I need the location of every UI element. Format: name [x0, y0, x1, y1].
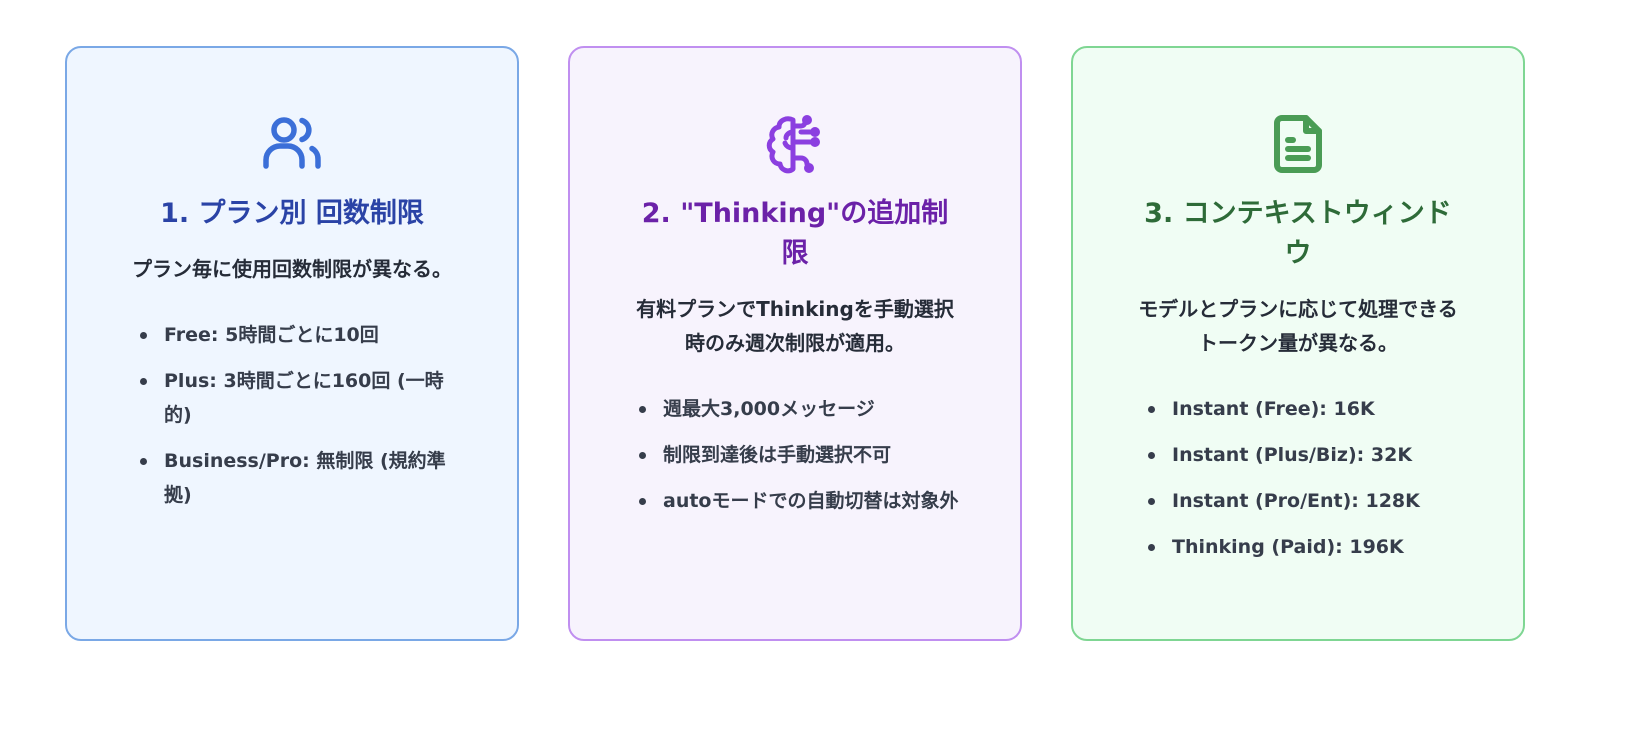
- limits-cards: 1. プラン別 回数制限 プラン毎に使用回数制限が異なる。 Free: 5時間ご…: [65, 46, 1525, 641]
- card-list: Free: 5時間ごとに10回 Plus: 3時間ごとに160回 (一時的) B…: [140, 318, 460, 524]
- card-context-window: 3. コンテキストウィンドウ モデルとプランに応じて処理できるトークン量が異なる…: [1071, 46, 1525, 641]
- list-item: Business/Pro: 無制限 (規約準拠): [140, 444, 460, 512]
- list-item: autoモードでの自動切替は対象外: [639, 484, 959, 518]
- list-item: Instant (Plus/Biz): 32K: [1148, 438, 1448, 472]
- users-icon: [263, 117, 321, 169]
- list-item: Thinking (Paid): 196K: [1148, 530, 1448, 564]
- card-title: 2. "Thinking"の追加制限: [641, 198, 949, 269]
- list-item: Instant (Pro/Ent): 128K: [1148, 484, 1448, 518]
- card-list: 週最大3,000メッセージ 制限到達後は手動選択不可 autoモードでの自動切替…: [639, 392, 959, 530]
- document-icon: [1274, 115, 1322, 173]
- card-title: 1. プラン別 回数制限: [160, 198, 424, 229]
- card-list: Instant (Free): 16K Instant (Plus/Biz): …: [1148, 392, 1448, 576]
- card-thinking-limits: 2. "Thinking"の追加制限 有料プランでThinkingを手動選択時の…: [568, 46, 1022, 641]
- card-description: モデルとプランに応じて処理できるトークン量が異なる。: [1138, 297, 1458, 355]
- brain-circuit-icon: [766, 115, 820, 174]
- card-description: プラン毎に使用回数制限が異なる。: [132, 257, 452, 281]
- list-item: Instant (Free): 16K: [1148, 392, 1448, 426]
- card-plan-limits: 1. プラン別 回数制限 プラン毎に使用回数制限が異なる。 Free: 5時間ご…: [65, 46, 519, 641]
- list-item: Free: 5時間ごとに10回: [140, 318, 460, 352]
- list-item: 週最大3,000メッセージ: [639, 392, 959, 426]
- card-title: 3. コンテキストウィンドウ: [1144, 198, 1452, 269]
- card-description: 有料プランでThinkingを手動選択時のみ週次制限が適用。: [636, 297, 954, 355]
- list-item: 制限到達後は手動選択不可: [639, 438, 959, 472]
- list-item: Plus: 3時間ごとに160回 (一時的): [140, 364, 460, 432]
